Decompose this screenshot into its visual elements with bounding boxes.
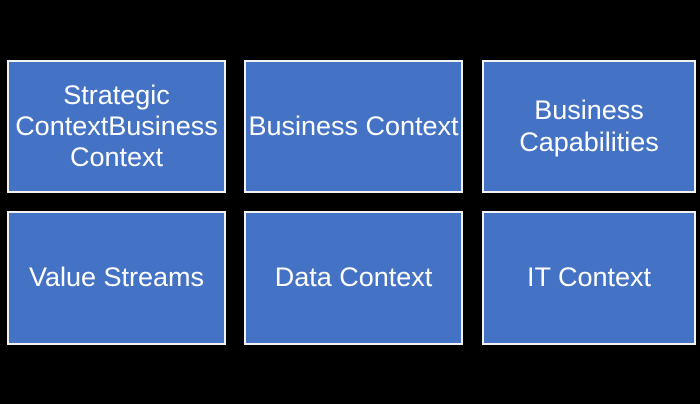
- box-data-context-label: Data Context: [274, 262, 433, 293]
- box-value-streams-label: Value Streams: [28, 262, 205, 293]
- box-business-capabilities-label: Business Capabilities: [519, 95, 659, 157]
- box-data-context: Data Context: [244, 211, 463, 345]
- box-it-context-label: IT Context: [526, 262, 652, 293]
- box-business-capabilities: Business Capabilities: [482, 60, 696, 193]
- box-it-context: IT Context: [482, 211, 696, 345]
- box-business-context-label: Business Context: [248, 110, 459, 141]
- box-strategic-context-label: Strategic ContextBusiness Context: [15, 79, 218, 173]
- box-value-streams: Value Streams: [7, 211, 226, 345]
- box-strategic-context: Strategic ContextBusiness Context: [7, 60, 226, 193]
- box-business-context: Business Context: [244, 60, 463, 193]
